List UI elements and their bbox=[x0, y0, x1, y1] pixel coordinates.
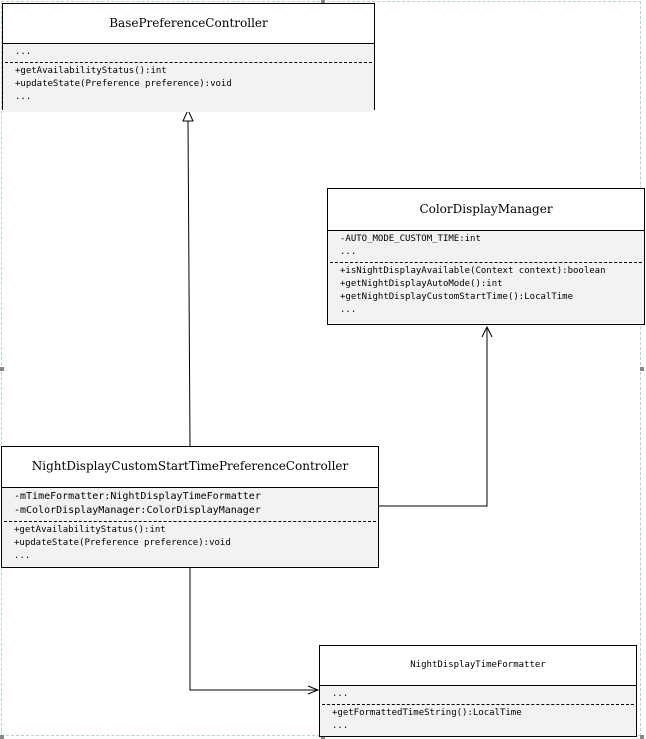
resize-handle-bottom-right[interactable] bbox=[640, 735, 644, 739]
association-line-color bbox=[379, 327, 488, 507]
attribute: -mColorDisplayManager:ColorDisplayManage… bbox=[14, 505, 261, 516]
method: ... bbox=[340, 305, 357, 315]
resize-handle-left[interactable] bbox=[0, 367, 4, 371]
method: ... bbox=[14, 551, 31, 561]
generalization-line bbox=[187, 120, 191, 447]
resize-handle-right[interactable] bbox=[640, 367, 644, 371]
attributes-section: -AUTO_MODE_CUSTOM_TIME:int ... bbox=[328, 231, 644, 262]
class-base-preference-controller[interactable]: BasePreferenceController ... +getAvailab… bbox=[2, 3, 375, 112]
method: +getAvailabilityStatus():int bbox=[14, 525, 166, 535]
attributes-section: ... bbox=[320, 686, 636, 704]
method: +updateState(Preference preference):void bbox=[15, 79, 232, 89]
attributes-section: ... bbox=[3, 44, 374, 62]
attribute: ... bbox=[332, 689, 349, 699]
attribute: -mTimeFormatter:NightDisplayTimeFormatte… bbox=[14, 491, 261, 502]
resize-handle-bottom[interactable] bbox=[321, 735, 325, 739]
method: +getAvailabilityStatus():int bbox=[15, 66, 167, 76]
attributes-section: -mTimeFormatter:NightDisplayTimeFormatte… bbox=[2, 488, 378, 521]
section-separator bbox=[330, 262, 642, 263]
class-night-display-custom-start-time-preference-controller[interactable]: NightDisplayCustomStartTimePreferenceCon… bbox=[1, 446, 379, 568]
class-name: NightDisplayCustomStartTimePreferenceCon… bbox=[2, 447, 378, 488]
attribute: ... bbox=[15, 47, 32, 57]
methods-section: +isNightDisplayAvailable(Context context… bbox=[328, 263, 644, 323]
section-separator bbox=[4, 521, 376, 522]
resize-handle-bottom-left[interactable] bbox=[0, 735, 4, 739]
class-name: NightDisplayTimeFormatter bbox=[320, 646, 636, 686]
method: +updateState(Preference preference):void bbox=[14, 538, 231, 548]
class-night-display-time-formatter[interactable]: NightDisplayTimeFormatter ... +getFormat… bbox=[319, 645, 637, 737]
class-color-display-manager[interactable]: ColorDisplayManager -AUTO_MODE_CUSTOM_TI… bbox=[327, 188, 645, 325]
class-name: ColorDisplayManager bbox=[328, 189, 644, 231]
method: +getNightDisplayAutoMode():int bbox=[340, 279, 503, 289]
attribute: -AUTO_MODE_CUSTOM_TIME:int bbox=[340, 234, 481, 244]
method: +getNightDisplayCustomStartTime():LocalT… bbox=[340, 292, 573, 302]
methods-section: +getFormattedTimeString():LocalTime ... bbox=[320, 705, 636, 736]
generalization-arrowhead bbox=[182, 108, 194, 122]
attribute: ... bbox=[340, 247, 357, 257]
section-separator bbox=[5, 62, 372, 63]
class-name: BasePreferenceController bbox=[3, 4, 374, 44]
method: ... bbox=[15, 92, 32, 102]
association-arrowhead-color bbox=[481, 325, 493, 338]
method: +getFormattedTimeString():LocalTime bbox=[332, 708, 522, 718]
association-line-formatter bbox=[189, 568, 318, 691]
resize-handle-top[interactable] bbox=[321, 0, 325, 4]
method: ... bbox=[332, 721, 349, 731]
association-arrowhead-formatter bbox=[307, 685, 320, 695]
methods-section: +getAvailabilityStatus():int +updateStat… bbox=[2, 522, 378, 567]
methods-section: +getAvailabilityStatus():int +updateStat… bbox=[3, 63, 374, 112]
section-separator bbox=[322, 704, 634, 705]
method: +isNightDisplayAvailable(Context context… bbox=[340, 266, 606, 276]
